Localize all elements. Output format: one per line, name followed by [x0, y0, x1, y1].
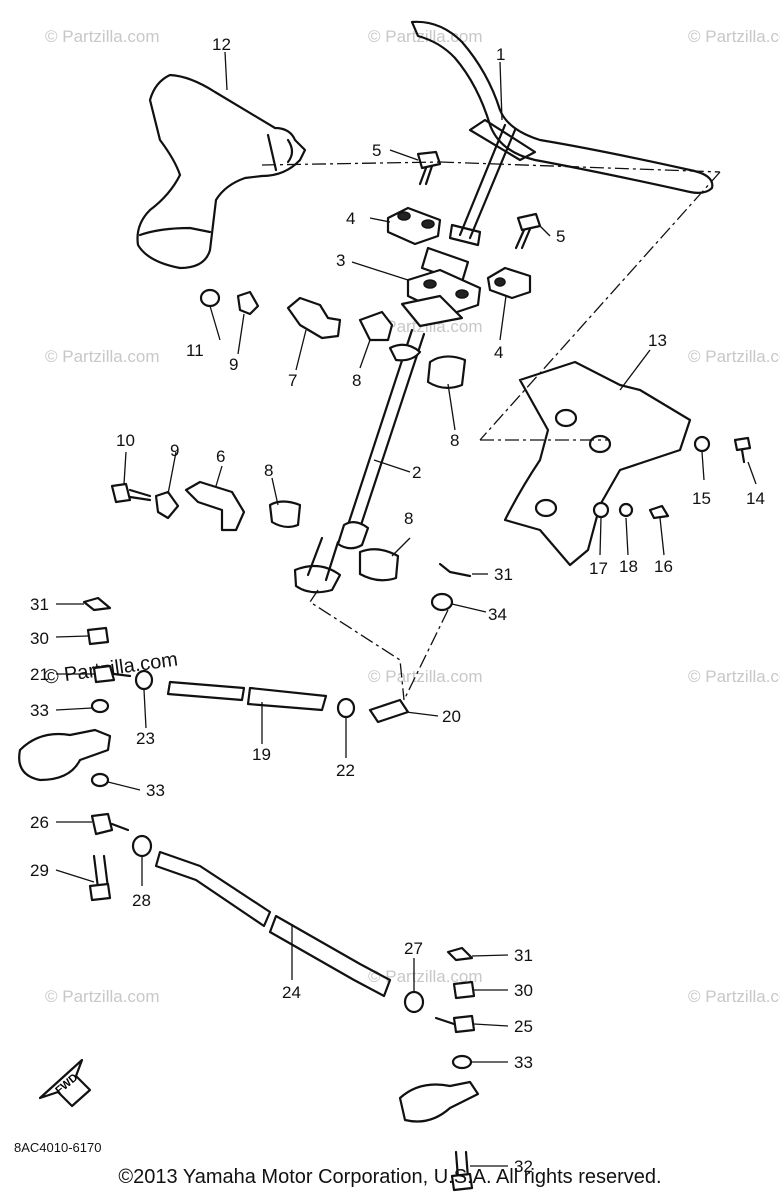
callout-17: 17: [589, 559, 608, 578]
bolt-part-5-right: [514, 212, 542, 250]
callout-22: 22: [336, 761, 355, 780]
callout-30: 30: [514, 981, 533, 1000]
copyright-notice: ©2013 Yamaha Motor Corporation, U.S.A. A…: [118, 1166, 662, 1188]
diagram-code: 8AC4010-6170: [14, 1140, 102, 1155]
callout-8: 8: [264, 461, 273, 480]
watermark: © Partzilla.com: [368, 317, 483, 336]
watermark: © Partzilla.com: [688, 667, 780, 686]
callout-13: 13: [648, 331, 667, 350]
callout-6: 6: [216, 447, 225, 466]
washer-part-15: [693, 435, 711, 453]
callout-10: 10: [116, 431, 135, 450]
tie-rod-upper: [82, 562, 472, 724]
watermark: © Partzilla.com: [45, 987, 160, 1006]
clip-part-9-lower: [154, 490, 180, 520]
callout-14: 14: [746, 489, 765, 508]
callout-8: 8: [404, 509, 413, 528]
callout-23: 23: [136, 729, 155, 748]
callout-30: 30: [30, 629, 49, 648]
holder-part-4-upper: [386, 206, 442, 246]
bolt-part-5-top: [416, 150, 442, 186]
leader-lines: [55, 51, 757, 1167]
callout-5: 5: [556, 227, 565, 246]
steering-arm-upper: [18, 728, 112, 788]
assembly-lines: [261, 161, 721, 701]
watermark: © Partzilla.com: [688, 987, 780, 1006]
watermark: © Partzilla.com: [688, 27, 780, 46]
tie-rod-lower: [88, 812, 392, 998]
callout-4: 4: [494, 343, 503, 362]
callout-24: 24: [282, 983, 301, 1002]
callout-32: 32: [514, 1157, 533, 1176]
bolt-part-10: [110, 482, 152, 504]
bushing-part-8-a: [358, 310, 394, 342]
holder-part-3: [400, 268, 482, 328]
clamp-part-7: [286, 296, 342, 340]
handlebar-part-1: [410, 20, 714, 284]
watermark: © Partzilla.com: [688, 347, 780, 366]
callout-31: 31: [494, 565, 513, 584]
callout-9: 9: [170, 441, 179, 460]
callout-33: 33: [146, 781, 165, 800]
callout-27: 27: [404, 939, 423, 958]
callout-3: 3: [336, 251, 345, 270]
callout-4: 4: [346, 209, 355, 228]
callout-7: 7: [288, 371, 297, 390]
callout-26: 26: [30, 813, 49, 832]
callout-33: 33: [514, 1053, 533, 1072]
callout-34: 34: [488, 605, 507, 624]
steering-column-part-2: [293, 328, 426, 594]
callout-28: 28: [132, 891, 151, 910]
watermark: © Partzilla.com: [368, 667, 483, 686]
bushing-part-8-d: [358, 548, 400, 582]
watermark: © Partzilla.com: [45, 347, 160, 366]
callout-31: 31: [30, 595, 49, 614]
forward-arrow-icon: FWD: [38, 1058, 92, 1108]
callout-20: 20: [442, 707, 461, 726]
callout-labels: 1 12 5 5 4 4 3 11 9 7 8 8 13 2 10 9 6 8 …: [30, 35, 765, 1176]
callout-1: 1: [496, 45, 505, 64]
watermark: © Partzilla.com: [368, 967, 483, 986]
callout-15: 15: [692, 489, 711, 508]
callout-9: 9: [229, 355, 238, 374]
tie-rod-end-lower-right: [398, 946, 480, 1192]
callout-8: 8: [450, 431, 459, 450]
callout-21: 21: [30, 665, 49, 684]
callout-29: 29: [30, 861, 49, 880]
callout-2: 2: [412, 463, 421, 482]
watermark: © Partzilla.com: [368, 27, 483, 46]
holder-part-4-lower: [486, 266, 532, 300]
grip-cover-part-12: [136, 73, 307, 270]
callout-16: 16: [654, 557, 673, 576]
callout-5: 5: [372, 141, 381, 160]
screw-part-14: [733, 436, 752, 464]
callout-18: 18: [619, 557, 638, 576]
nut-part-11: [199, 288, 221, 308]
callout-12: 12: [212, 35, 231, 54]
bushing-part-8-b: [426, 355, 467, 389]
bushing-part-8-c: [268, 500, 302, 529]
clip-part-9-upper: [236, 290, 260, 316]
washer-part-17: [592, 501, 610, 519]
callout-31: 31: [514, 946, 533, 965]
screw-part-16: [648, 504, 670, 520]
callout-11: 11: [186, 341, 204, 360]
watermark: © Partzilla.com: [45, 27, 160, 46]
nut-part-18: [618, 502, 634, 518]
callout-19: 19: [252, 745, 271, 764]
callout-33: 33: [30, 701, 49, 720]
clamp-part-6: [184, 480, 246, 532]
callout-8: 8: [352, 371, 361, 390]
callout-25: 25: [514, 1017, 533, 1036]
